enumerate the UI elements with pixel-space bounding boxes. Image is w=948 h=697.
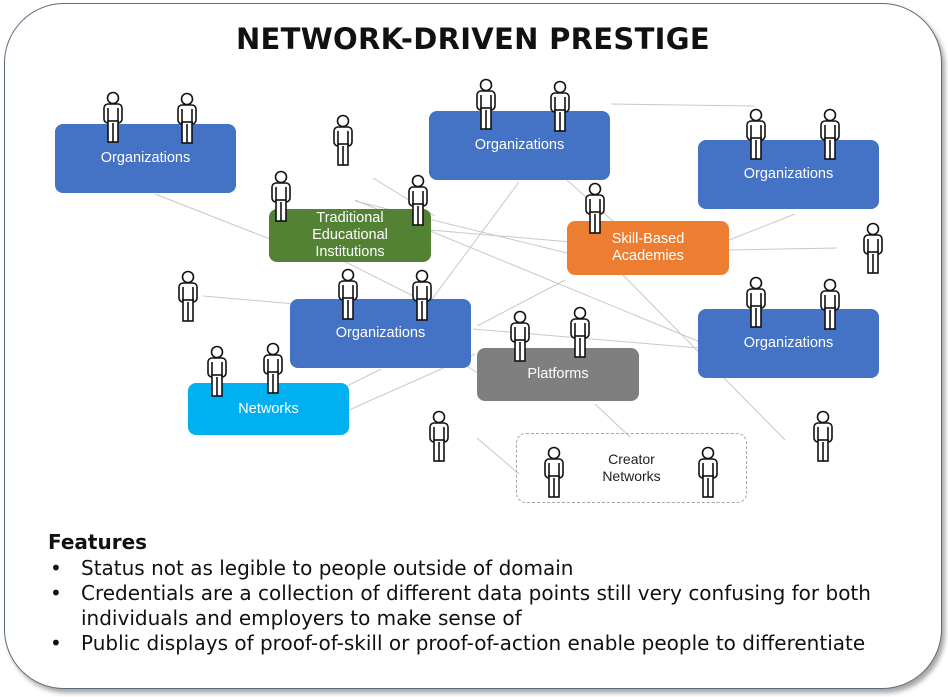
organizations-node-top-center: Organizations [429, 111, 610, 180]
node-label: Traditional Educational Institutions [312, 210, 388, 260]
bullet-icon: • [50, 556, 62, 580]
person-icon [808, 410, 838, 462]
person-icon [333, 268, 363, 320]
feature-text: Credentials are a collection of differen… [81, 581, 871, 630]
person-icon [565, 306, 595, 358]
person-icon [172, 92, 202, 144]
node-label: Organizations [100, 150, 191, 166]
creator-networks-node: Creator Networks [516, 433, 747, 503]
node-label: Organizations [474, 137, 565, 153]
node-label: Creator Networks [602, 451, 661, 484]
bullet-icon: • [50, 581, 62, 605]
person-icon [424, 410, 454, 462]
node-label: Organizations [743, 166, 834, 182]
features-list: • Status not as legible to people outside… [48, 556, 908, 656]
person-icon [545, 80, 575, 132]
diagram-frame: NETWORK-DRIVEN PRESTIGE Organizations [4, 3, 942, 689]
person-icon [858, 222, 888, 274]
features-heading: Features [48, 530, 148, 554]
node-label: Organizations [743, 335, 834, 351]
node-label: Skill-Based Academies [611, 231, 685, 264]
organizations-node-top-right: Organizations [698, 140, 879, 209]
features-section: Features • Status not as legible to peopl… [48, 530, 908, 656]
person-icon [266, 170, 296, 222]
person-icon [403, 174, 433, 226]
person-icon [815, 108, 845, 160]
node-label: Platforms [527, 366, 589, 382]
person-icon [580, 182, 610, 234]
person-icon [328, 114, 358, 166]
person-icon [741, 276, 771, 328]
feature-text: Public displays of proof-of-skill or pro… [81, 631, 866, 655]
feature-item: • Credentials are a collection of differe… [48, 581, 908, 631]
person-icon [98, 91, 128, 143]
feature-item: • Public displays of proof-of-skill or pr… [48, 631, 908, 656]
platforms-node: Platforms [477, 348, 639, 401]
person-icon [539, 446, 569, 498]
person-icon [693, 446, 723, 498]
person-icon [173, 270, 203, 322]
person-icon [815, 278, 845, 330]
person-icon [741, 108, 771, 160]
person-icon [505, 310, 535, 362]
person-icon [258, 342, 288, 394]
organizations-node-middle: Organizations [290, 299, 471, 368]
bullet-icon: • [50, 631, 62, 655]
page-title: NETWORK-DRIVEN PRESTIGE [235, 22, 710, 56]
organizations-node-top-left: Organizations [55, 124, 236, 193]
person-icon [471, 78, 501, 130]
feature-text: Status not as legible to people outside … [81, 556, 574, 580]
feature-item: • Status not as legible to people outside… [48, 556, 908, 581]
organizations-node-right: Organizations [698, 309, 879, 378]
person-icon [202, 345, 232, 397]
node-label: Networks [238, 400, 299, 417]
person-icon [407, 269, 437, 321]
education-node: Traditional Educational Institutions [269, 209, 431, 262]
node-label: Organizations [335, 325, 426, 341]
